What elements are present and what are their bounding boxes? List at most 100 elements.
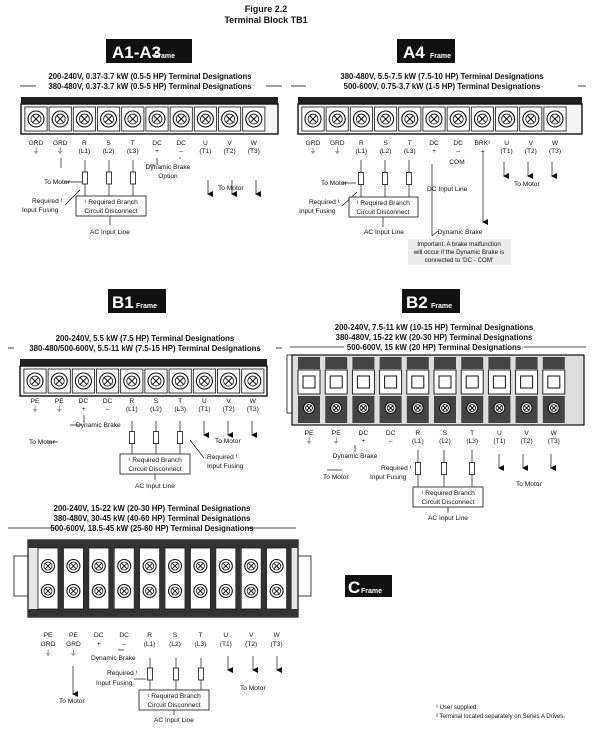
c-terminal-6-screw-bottom-ring xyxy=(195,586,205,596)
a1a3-line-1-fuse xyxy=(106,171,113,185)
c-terminal-3-divider xyxy=(134,548,140,609)
b2-ac-line: AC Input Line xyxy=(428,515,468,522)
c-terminal-7-screw-top-ring xyxy=(221,561,231,571)
a4-terminal-7-label: BRK² xyxy=(475,140,492,147)
frame-c: 200-240V, 15-22 kW (20-30 HP) Terminal D… xyxy=(8,504,392,724)
c-terminal-3-screw-bottom-ring xyxy=(119,586,129,596)
b2-terminal-4-sub: (L1) xyxy=(412,438,424,445)
a1a3-terminal-1-screw-slot-b xyxy=(56,115,65,123)
a1a3-terminal-5-screw-slot-b xyxy=(153,115,161,123)
c-terminal-9-sub: (T3) xyxy=(271,641,283,648)
c-terminal-7-cell xyxy=(215,547,237,610)
c-terminal-2-cell xyxy=(88,547,110,610)
a4-terminal-2-screw-ring xyxy=(356,113,367,125)
b1-terminal-4-label: R xyxy=(129,398,134,405)
b2-terminal-0-sub: ⏚ xyxy=(306,437,313,445)
b2-terminal-6-clamp xyxy=(465,375,479,389)
b1-terminal-8-sub: (T2) xyxy=(223,406,235,413)
a4-terminal-6-label: DC xyxy=(453,140,463,147)
a4-terminal-5-screw-ring xyxy=(428,113,440,125)
b1-designation-1: 200-240V, 5.5 kW (7.5 HP) Terminal Desig… xyxy=(56,334,235,343)
a4-terminal-10-label: W xyxy=(552,140,559,147)
b2-designation-3: 500-600V, 15 kW (20 HP) Terminal Designa… xyxy=(347,343,522,352)
b2-terminal-8-clamp xyxy=(520,375,534,389)
a4-important-2: will occur if the Dynamic Brake is xyxy=(413,249,504,256)
a4-fusing-2: Input Fusing xyxy=(299,208,336,215)
a4-terminal-6-screw-slot-b xyxy=(454,115,463,123)
badge-c-suffix: Frame xyxy=(361,588,382,595)
a4-terminal-9-screw-slot-b xyxy=(526,115,535,123)
c-terminal-3-label: DC xyxy=(119,632,129,639)
a4-terminal-0-sub: ⏚ xyxy=(310,147,317,155)
b1-terminal-9-label: W xyxy=(250,398,257,405)
c-terminal-4-label: R xyxy=(147,632,152,639)
a4-terminal-7-sub: – xyxy=(481,148,485,155)
b2-terminal-2-cap xyxy=(352,357,375,369)
b2-terminal-9-clamp xyxy=(547,375,561,389)
a1a3-terminal-6-screw-slot-b xyxy=(177,115,186,123)
b1-terminal-1-label: PE xyxy=(55,398,64,405)
b1-terminal-5-screw-ring xyxy=(150,375,162,387)
c-terminal-6-cell xyxy=(189,547,211,610)
c-terminal-7-divider xyxy=(235,548,241,609)
a4-terminal-1-screw-slot-b xyxy=(333,115,342,123)
b1-branch-2: Circuit Disconnect xyxy=(128,466,181,473)
b1-terminal-3-screw-ring xyxy=(102,375,113,387)
b2-terminal-6-sub: (L3) xyxy=(466,438,478,445)
b1-terminal-6-screw-ring xyxy=(174,375,186,387)
a4-terminal-9-screw-ring xyxy=(525,113,537,125)
b2-terminal-4-cap xyxy=(406,357,429,369)
a1a3-terminal-4-sub: (L3) xyxy=(127,148,139,155)
c-terminal-6-divider xyxy=(210,548,216,609)
a1a3-terminal-0-sub: ⏚ xyxy=(33,147,40,155)
badge-a1-a3-suffix: Frame xyxy=(154,53,175,60)
c-terminal-4-screw-bottom-slot-b xyxy=(146,587,153,595)
footnote-2: ² Terminal located separately on Series … xyxy=(436,714,565,720)
a4-designation-1: 380-480V, 5.5-7.5 kW (7.5-10 HP) Termina… xyxy=(340,72,544,81)
b2-terminal-2-screw-slot-b xyxy=(360,405,367,411)
b2-designation-2: 380-480V, 15-22 kW (20-30 HP) Terminal D… xyxy=(336,333,533,342)
c-terminal-5-screw-top-slot-b xyxy=(171,562,179,570)
a1a3-to-motor-right: To Motor xyxy=(218,185,244,192)
b2-terminal-5-cap xyxy=(434,357,456,369)
b2-terminal-2-sub: + xyxy=(361,438,365,445)
b2-terminal-8-screw-slot-b xyxy=(523,405,530,411)
a1a3-line-2-fuse xyxy=(129,171,136,185)
b1-line-2-fuse xyxy=(176,431,183,444)
c-terminal-4-cell xyxy=(139,547,161,610)
a1a3-terminal-9-screw-slot-b xyxy=(249,115,258,123)
c-designation-3: 500-600V, 18.5-45 kW (25-60 HP) Terminal… xyxy=(50,524,254,533)
badge-b2-suffix: Frame xyxy=(431,303,452,310)
a1a3-terminal-8-sub: (T2) xyxy=(224,148,236,155)
c-terminal-3-screw-top-ring xyxy=(119,561,129,571)
a1a3-terminal-6-sub: – xyxy=(179,148,183,155)
b1-line-1-fuse xyxy=(152,431,159,444)
b1-terminal-4-sub: (L1) xyxy=(126,406,138,413)
c-fusing-2: Input Fusing xyxy=(96,680,133,687)
c-terminal-5-sub: (L2) xyxy=(169,641,181,648)
c-terminal-1-screw-top-ring xyxy=(68,561,78,571)
a1a3-terminal-9-sub: (T3) xyxy=(248,148,260,155)
a4-terminal-2-label: R xyxy=(359,140,364,147)
a4-terminal-7-screw-slot-b xyxy=(478,115,487,123)
c-terminal-5-divider xyxy=(185,548,190,609)
b2-terminal-7-label: U xyxy=(497,430,502,437)
a4-terminal-4-screw-slot-b xyxy=(405,115,414,123)
c-terminal-6-label: T xyxy=(198,632,202,639)
b2-terminal-3-clamp xyxy=(384,375,398,389)
b2-terminal-5-clamp xyxy=(438,375,452,389)
a1a3-terminal-2-screw-ring xyxy=(79,113,90,125)
b2-terminal-6-screw-ring xyxy=(468,404,477,412)
b1-terminal-0-screw-slot-b xyxy=(31,377,39,385)
b2-terminal-5-screw-slot-b xyxy=(442,405,448,411)
c-terminal-0-divider xyxy=(58,548,63,609)
a4-line-1-fuse xyxy=(381,172,388,185)
b1-terminal-3-label: DC xyxy=(103,398,113,405)
b2-terminal-0-screw-slot-b xyxy=(306,405,312,411)
c-terminal-8-screw-bottom-ring xyxy=(246,586,256,596)
c-terminal-8-sub: (T2) xyxy=(245,641,257,648)
c-terminal-1-screw-top-slot-b xyxy=(70,562,77,570)
b2-terminal-3-screw-ring xyxy=(386,404,395,412)
a4-dynamic-brake: Dynamic Brake xyxy=(438,229,483,236)
a4-terminal-3-screw-ring xyxy=(380,113,391,125)
